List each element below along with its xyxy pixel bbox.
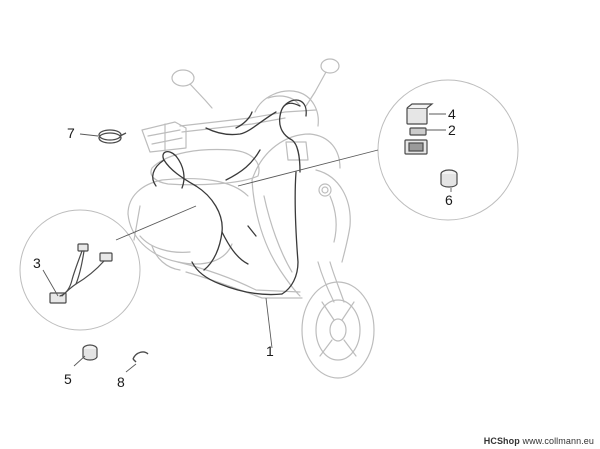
clip-part-8 (132, 351, 149, 363)
callout-4: 4 (448, 106, 456, 122)
relay-part (406, 103, 434, 125)
grommet-part-5 (82, 344, 98, 361)
detail-right-pointer (237, 149, 379, 187)
watermark: HCShop www.collmann.eu (484, 436, 594, 446)
grommet-part-6 (440, 169, 458, 188)
scooter-outline (127, 58, 375, 379)
watermark-brand: HCShop (483, 436, 520, 446)
clip-ring-part (98, 129, 127, 144)
callout-6: 6 (445, 192, 453, 208)
leader-lines-right (426, 113, 446, 131)
callout-7: 7 (67, 125, 75, 141)
callout-3: 3 (33, 255, 41, 271)
detail-left-pointer (115, 205, 197, 241)
callout-5: 5 (64, 371, 72, 387)
fuse-holder-part (404, 127, 428, 155)
detail-circle-left (19, 205, 197, 331)
callout-2: 2 (448, 122, 456, 138)
detail-circle-right (237, 79, 519, 221)
callout-8: 8 (117, 374, 125, 390)
callout-leaders (42, 133, 452, 373)
callout-1: 1 (266, 343, 274, 359)
connector-harness-part (49, 243, 113, 304)
watermark-site: www.collmann.eu (522, 436, 594, 446)
wiring-harness (152, 99, 307, 296)
